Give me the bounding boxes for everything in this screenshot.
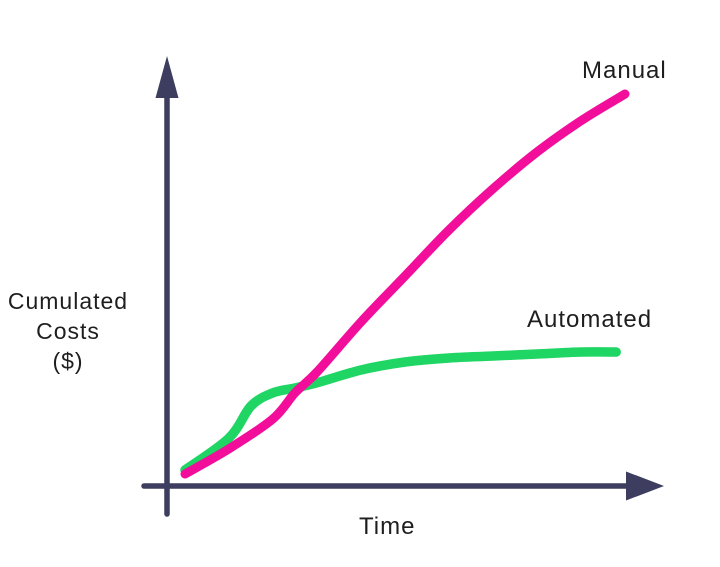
x-axis [141, 471, 664, 501]
x-axis-label: Time [359, 513, 416, 540]
series-label-automated: Automated [527, 306, 653, 333]
automated-line [180, 347, 621, 475]
y-axis-label: Cumulated Costs ($) [7, 288, 129, 374]
x-axis-arrow-icon [626, 471, 664, 501]
y-axis-arrow-icon [155, 56, 179, 98]
y-axis [155, 56, 179, 517]
manual-line [180, 89, 630, 479]
series-label-manual: Manual [582, 57, 667, 84]
